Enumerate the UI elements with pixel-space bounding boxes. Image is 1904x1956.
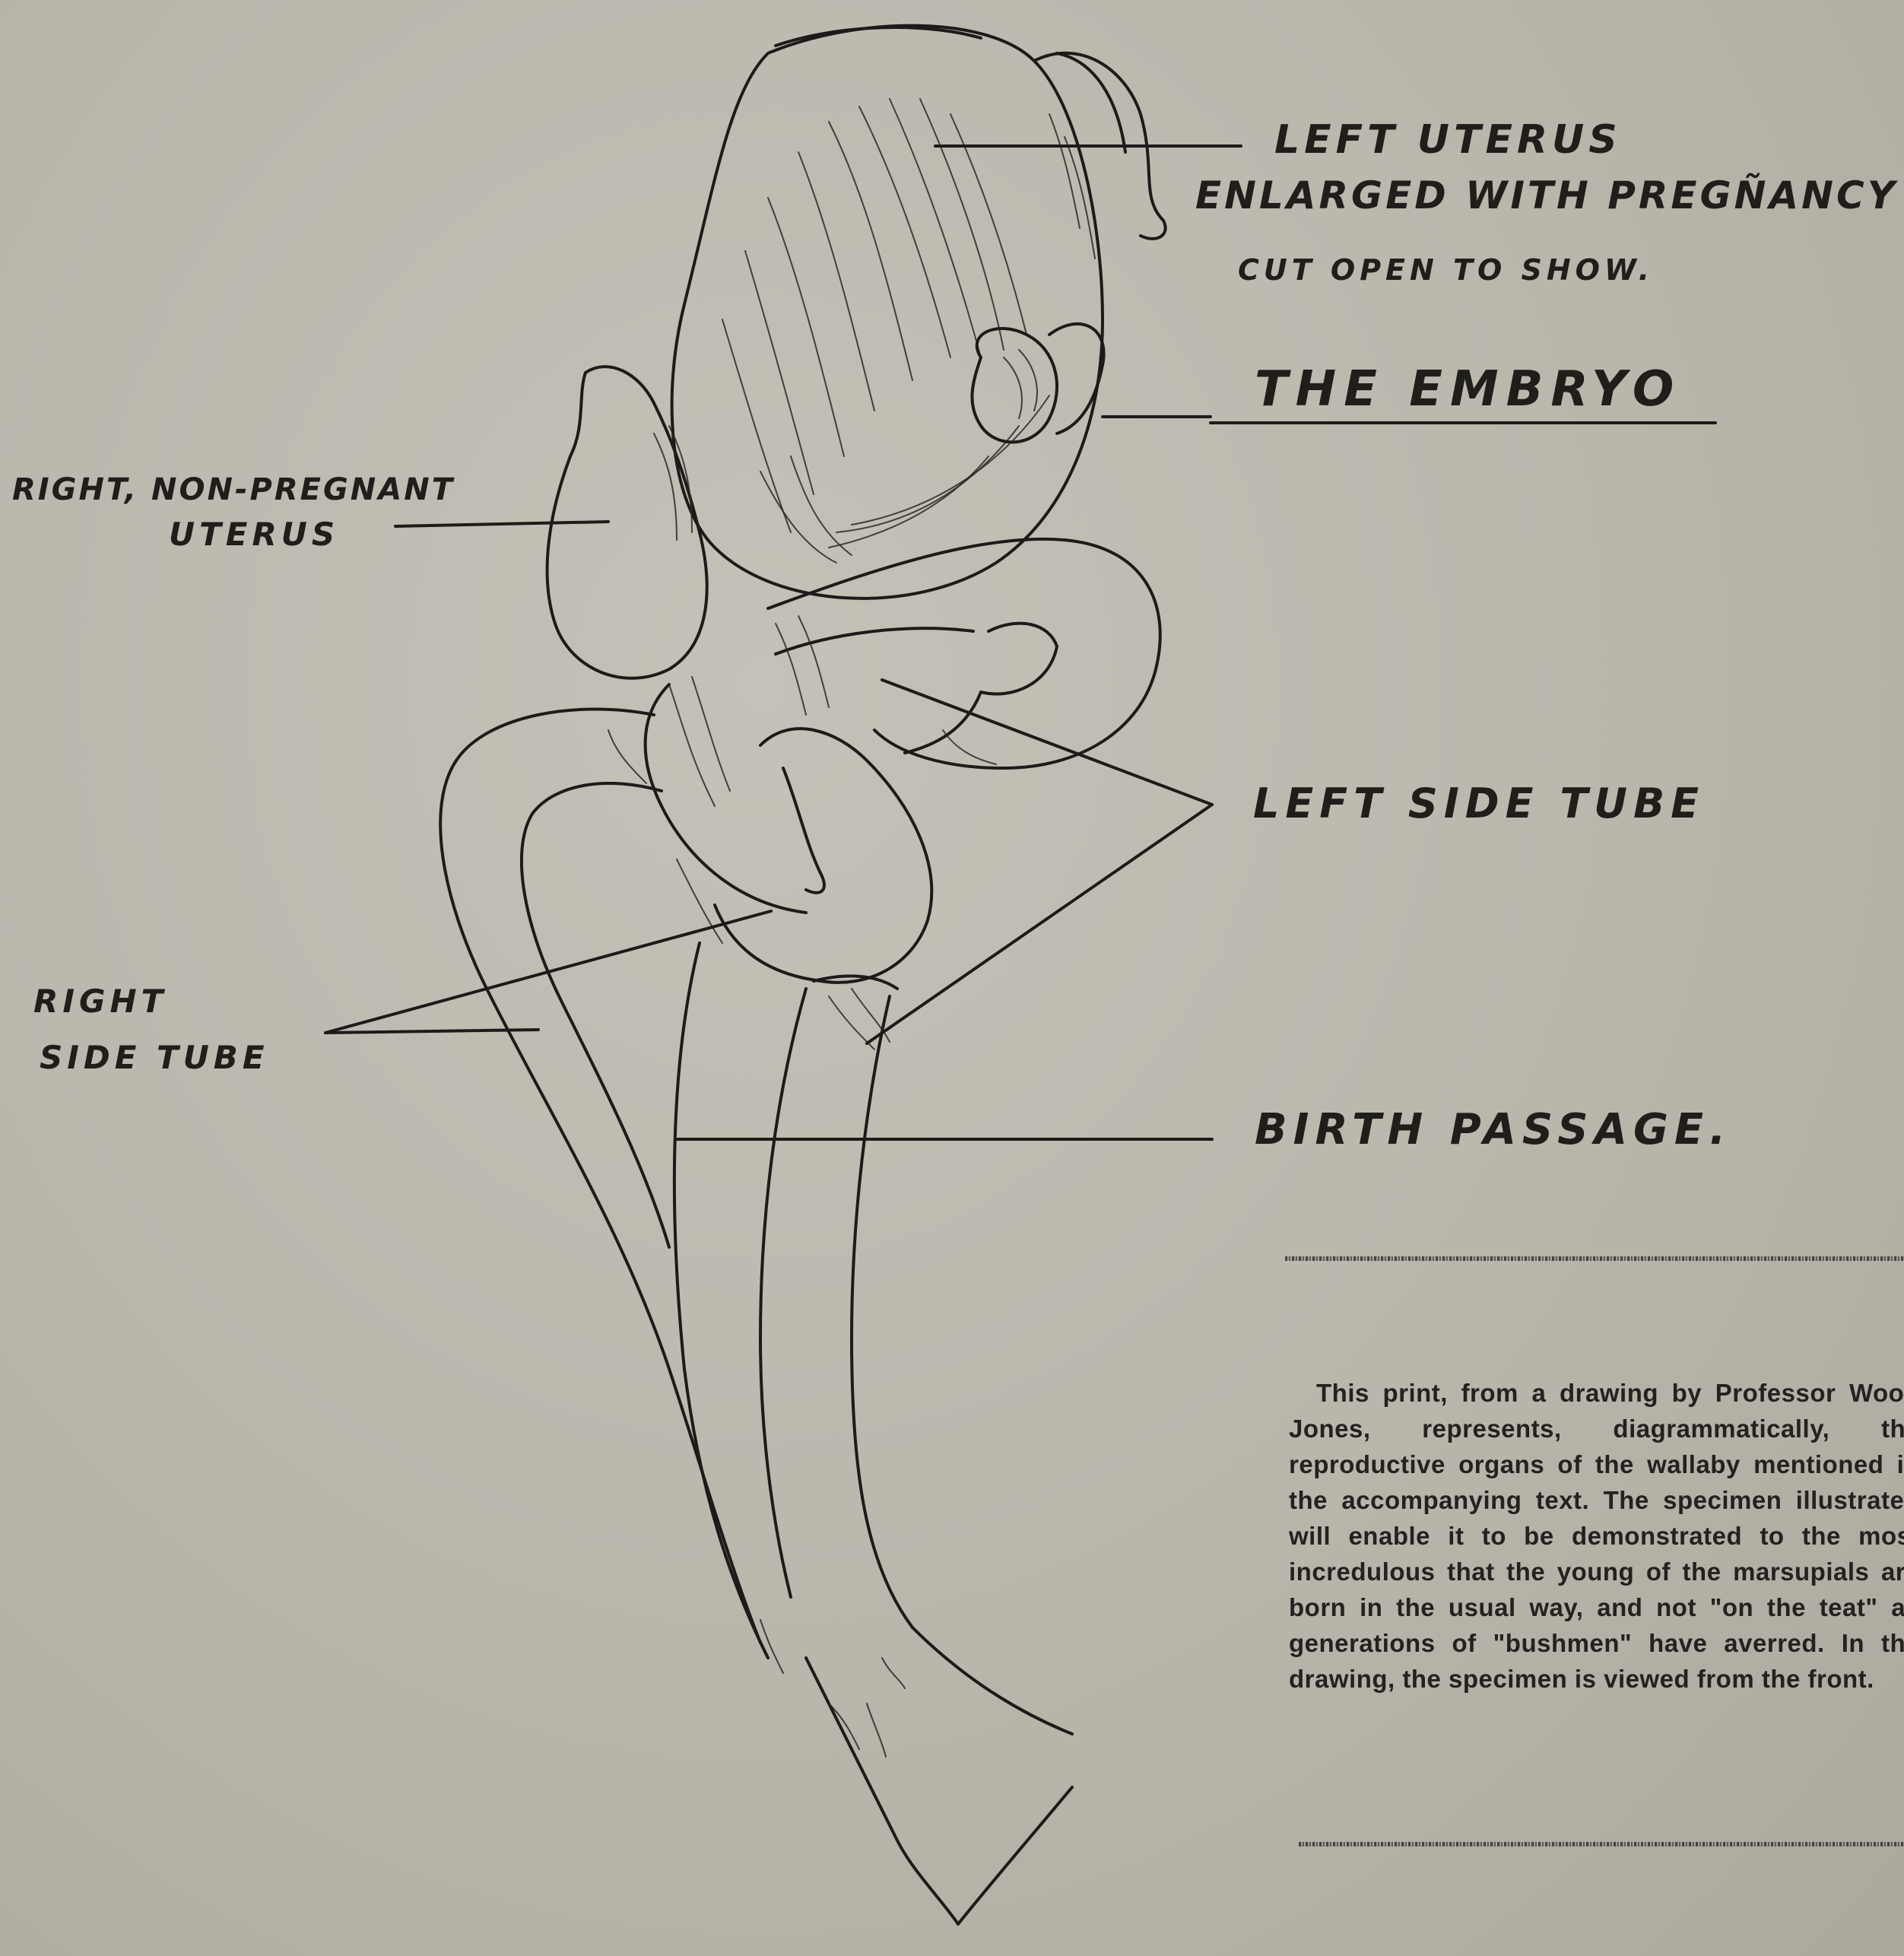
the-embryo-label: THE EMBRYO (1255, 365, 1681, 414)
right-side-tube-label-line1: RIGHT (33, 986, 167, 1018)
embryo-shape (972, 324, 1103, 442)
right-side-tube-leader-lower (325, 1030, 538, 1033)
birth-passage-label: BIRTH PASSAGE. (1255, 1109, 1731, 1151)
right-side-tube-label-line2: SIDE TUBE (40, 1042, 269, 1074)
left-side-tube-label: LEFT SIDE TUBE (1253, 783, 1705, 824)
right-side-tube-leader-upper (325, 911, 771, 1033)
left-side-tube-leader-lower (867, 805, 1212, 1043)
left-uterus-shape (672, 26, 1166, 599)
caption-text: This print, from a drawing by Professor … (1289, 1375, 1904, 1697)
right-uterus-leader (395, 522, 608, 526)
right-uterus-label-line2: UTERUS (169, 519, 339, 551)
enlarged-with-pregnancy-label: ENLARGED WITH PREGÑANCY (1195, 176, 1898, 214)
right-uterus-label-line1: RIGHT, NON-PREGNANT (12, 475, 455, 505)
cut-open-label: CUT OPEN TO SHOW. (1238, 256, 1654, 284)
right-side-tube-shape (440, 677, 931, 1643)
caption-rule-top (1285, 1256, 1904, 1261)
birth-passage-shape (674, 943, 1072, 1924)
left-uterus-label: LEFT UTERUS (1274, 120, 1622, 160)
caption-rule-bottom (1299, 1842, 1904, 1846)
